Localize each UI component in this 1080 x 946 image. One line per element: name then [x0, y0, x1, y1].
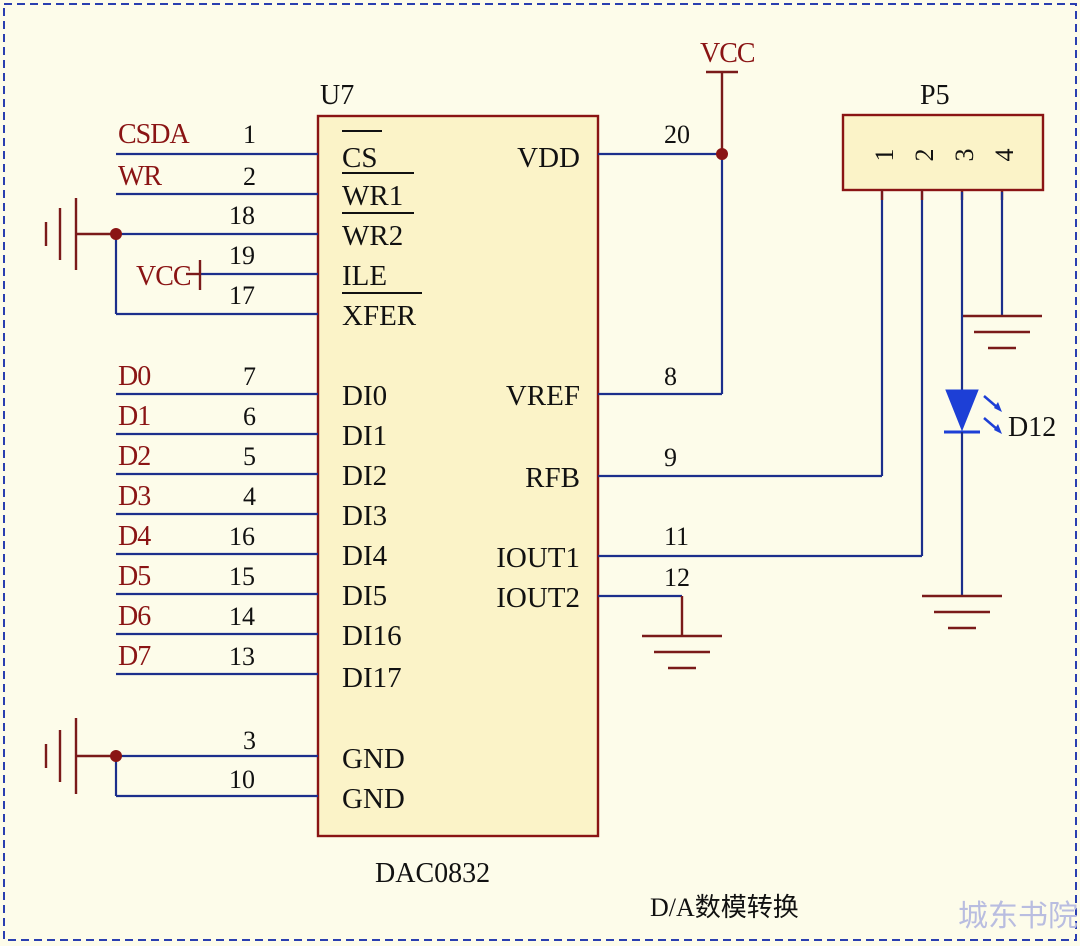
pin-num-10: 10: [229, 765, 255, 794]
pin-num-14: 14: [229, 602, 255, 631]
pin-name-cs: CS: [342, 142, 377, 174]
watermark-logo: 城东书院: [958, 899, 1078, 934]
pin-name-vdd: VDD: [517, 142, 580, 174]
right-pin-wires: [598, 152, 924, 598]
pin-num-18: 18: [229, 201, 255, 230]
net-label-wr: WR: [118, 161, 162, 192]
right-pin-names: VDD VREF RFB IOUT1 IOUT2: [496, 142, 580, 614]
pin-num-7: 7: [243, 362, 256, 391]
right-pin-numbers: 20 8 9 11 12: [664, 120, 690, 592]
pin-num-4: 4: [243, 482, 256, 511]
pin-name-gnd-10: GND: [342, 783, 405, 815]
vcc-stub-ile: [186, 260, 202, 290]
pin-name-xfer: XFER: [342, 300, 417, 332]
led-triangle: [945, 389, 979, 432]
pin-num-5: 5: [243, 442, 256, 471]
net-label-d3: D3: [118, 481, 150, 512]
left-pin-names: CS WR1 WR2 ILE XFER DI0 DI1 DI2 DI3 DI4 …: [342, 130, 422, 815]
sheet-border: [3, 3, 1077, 941]
pin-num-11: 11: [664, 522, 689, 551]
pin-num-13: 13: [229, 642, 255, 671]
ground-symbol-p5-4: [962, 192, 1042, 350]
net-label-csda: CSDA: [118, 119, 190, 150]
pin-num-3: 3: [243, 726, 256, 755]
net-label-d2: D2: [118, 441, 150, 472]
pin-name-di17: DI17: [342, 662, 402, 694]
connector-ref: P5: [920, 80, 950, 111]
pin-name-di16: DI16: [342, 620, 402, 652]
net-label-d7: D7: [118, 641, 151, 672]
ground-symbol-led: [922, 594, 1002, 630]
pin-name-di3: DI3: [342, 500, 387, 532]
pin-num-16: 16: [229, 522, 255, 551]
ground-symbol-gnd: [44, 718, 122, 794]
left-pin-numbers: 1 2 18 19 17 7 6 5 4 16 15 14 13 3 10: [229, 120, 256, 794]
pin-num-15: 15: [229, 562, 255, 591]
pin-num-8: 8: [664, 362, 677, 391]
net-label-d4: D4: [118, 521, 151, 552]
led-ref: D12: [1008, 412, 1056, 443]
pin-name-iout2: IOUT2: [496, 582, 580, 614]
pin-name-di2: DI2: [342, 460, 387, 492]
pin-name-iout1: IOUT1: [496, 542, 580, 574]
pin-name-wr1: WR1: [342, 180, 403, 212]
ground-symbol-wr2: [44, 198, 122, 270]
diagram-caption: D/A数模转换: [650, 893, 799, 922]
pin-name-vref: VREF: [506, 380, 580, 412]
pin-name-di1: DI1: [342, 420, 387, 452]
chip-part-number: DAC0832: [375, 858, 490, 889]
ground-symbol-iout2: [642, 596, 722, 670]
connector-body: [841, 113, 1045, 192]
net-label-d0: D0: [118, 361, 150, 392]
pin-name-wr2: WR2: [342, 220, 403, 252]
connector-pin-3: 3: [950, 149, 979, 162]
pin-num-6: 6: [243, 402, 256, 431]
net-label-d1: D1: [118, 401, 150, 432]
net-label-d6: D6: [118, 601, 151, 632]
pin-name-di5: DI5: [342, 580, 387, 612]
pin-num-2: 2: [243, 162, 256, 191]
connector-pin-1: 1: [870, 149, 899, 162]
vcc-supply-top: VCC: [700, 38, 756, 160]
net-label-vcc-ile: VCC: [136, 261, 191, 292]
pin-num-17: 17: [229, 281, 255, 310]
pin-num-1: 1: [243, 120, 256, 149]
pin-num-19: 19: [229, 241, 255, 270]
left-pin-wires: [114, 152, 318, 798]
pin-num-12: 12: [664, 563, 690, 592]
connector-p5: P5 1 2 3 4: [841, 80, 1045, 200]
pin-name-di4: DI4: [342, 540, 388, 572]
pin-name-ile: ILE: [342, 260, 387, 292]
pin-name-rfb: RFB: [525, 462, 580, 494]
pin-num-20: 20: [664, 120, 690, 149]
pin-name-di0: DI0: [342, 380, 387, 412]
connector-pin-2: 2: [910, 149, 939, 162]
left-net-labels: CSDA WR VCC D0 D1 D2 D3 D4 D5 D6 D7: [118, 119, 192, 672]
connector-pin-4: 4: [990, 149, 1019, 162]
net-label-vcc-top: VCC: [700, 38, 755, 69]
chip-ref: U7: [320, 80, 354, 111]
net-label-d5: D5: [118, 561, 150, 592]
pin-name-gnd-3: GND: [342, 743, 405, 775]
dac-chip-body: [316, 114, 600, 838]
pin-num-9: 9: [664, 443, 677, 472]
led-d12: D12: [944, 192, 1056, 596]
